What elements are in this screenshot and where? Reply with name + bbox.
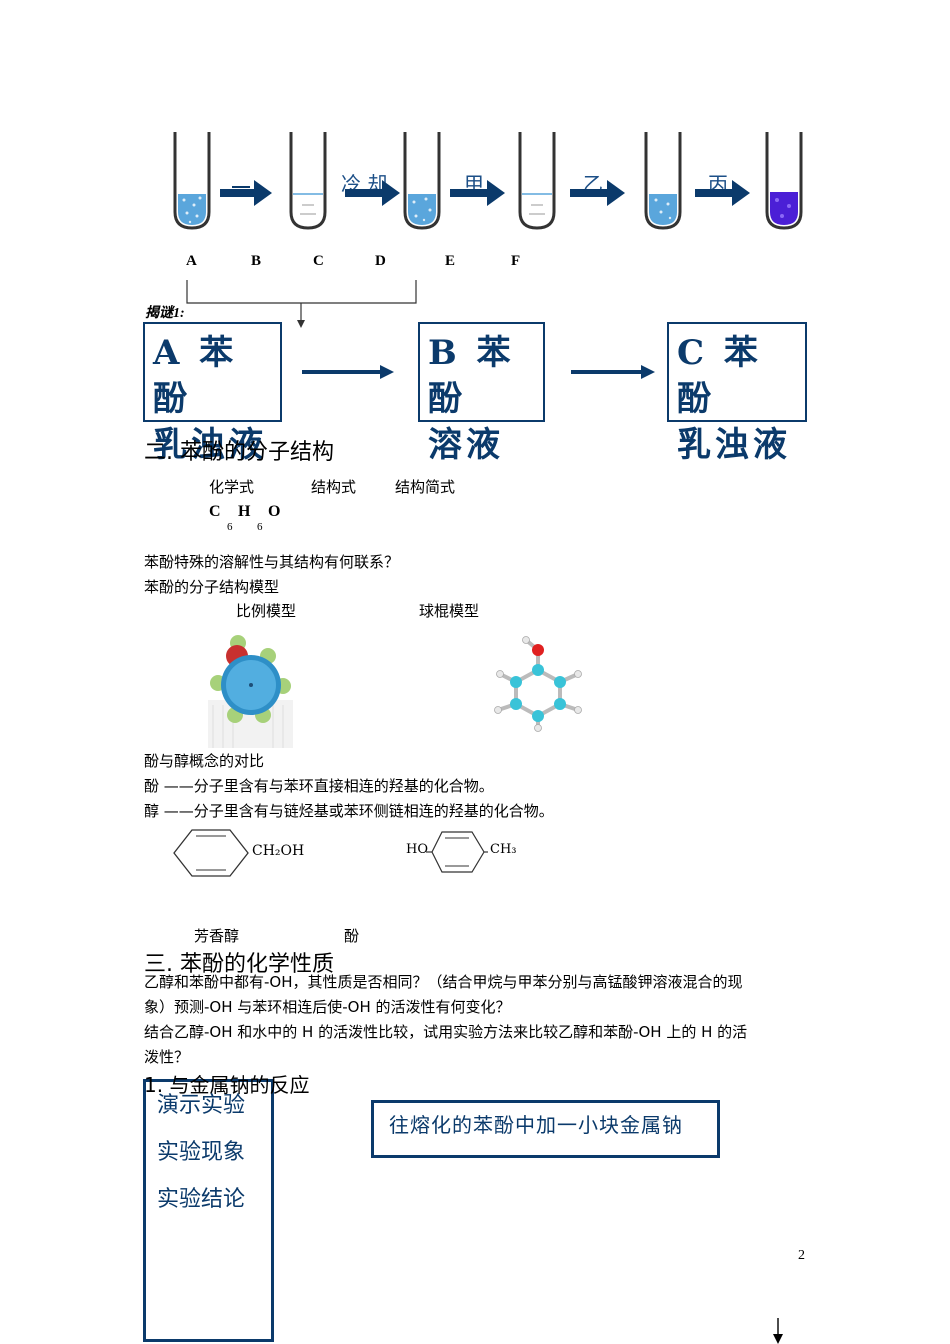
- label-ball-stick: 球棍模型: [419, 602, 480, 620]
- ch3-label: CH₃: [490, 842, 517, 857]
- formula-h: H: [238, 503, 251, 520]
- label-conclusion: 实验结论: [157, 1187, 246, 1212]
- label-space-filling: 比例模型: [236, 602, 297, 620]
- header-formula: 化学式: [209, 478, 255, 496]
- test-tube-f: [765, 132, 803, 230]
- label-aromatic-alcohol: 芳香醇: [194, 927, 240, 945]
- box-a-line2: 乳浊液: [153, 425, 267, 465]
- box-b-line1: B 苯 酚: [428, 333, 515, 419]
- page-number: 2: [798, 1248, 805, 1263]
- solubility-question: 苯酚特殊的溶解性与其结构有何联系？: [144, 553, 400, 571]
- benzyl-alcohol-structure: [173, 829, 249, 877]
- compare-title: 酚与醇概念的对比: [144, 752, 265, 770]
- alcohol-definition: 醇 ——分子里含有与链烃基或苯环侧链相连的羟基的化合物。: [144, 802, 554, 820]
- para1-line1: 乙醇和苯酚中都有-OH，其性质是否相同？（结合甲烷与甲苯分别与高锰酸钾溶液混合的…: [144, 973, 743, 991]
- test-tube-c: [403, 132, 441, 230]
- formula-c: C: [209, 503, 221, 520]
- box-a-phenol-emulsion: A 苯 酚 乳浊液: [143, 322, 282, 465]
- test-tube-b: [289, 132, 327, 230]
- para2-line2: 泼性？: [144, 1048, 190, 1066]
- tube-letter: E: [445, 253, 456, 269]
- arrow-2: [345, 180, 400, 206]
- para2-line1: 结合乙醇-OH 和水中的 H 的活泼性比较，试用实验方法来比较乙醇和苯酚-OH …: [144, 1023, 748, 1041]
- subsection-sodium-reaction: 1. 与金属钠的反应: [144, 1073, 310, 1097]
- arrow-4: [570, 180, 625, 206]
- arrow-5: [695, 180, 750, 206]
- label-phenol: 酚: [344, 927, 360, 945]
- box-a-line1: A 苯 酚: [153, 333, 238, 419]
- test-tube-d: [518, 132, 556, 230]
- reveal-label: 揭谜1:: [145, 306, 185, 321]
- box-b-phenol-solution: B 苯 酚 溶液: [418, 322, 545, 465]
- section3-title: 三. 苯酚的化学性质: [144, 952, 334, 977]
- bracket-connector: [186, 280, 417, 328]
- header-structural: 结构式: [311, 478, 357, 496]
- procedure-box: 往熔化的苯酚中加一小块金属钠: [371, 1100, 720, 1158]
- tube-letter: A: [186, 253, 197, 269]
- ch2oh-label: CH₂OH: [252, 843, 305, 859]
- model-title: 苯酚的分子结构模型: [144, 578, 280, 596]
- arrow-1: [220, 180, 272, 206]
- tube-letter: C: [313, 253, 324, 269]
- formula-sub1: 6: [227, 521, 233, 533]
- label-demo-experiment: 演示实验: [157, 1093, 246, 1118]
- formula-sub2: 6: [257, 521, 263, 533]
- section3-paragraph-2: 结合乙醇-OH 和水中的 H 的活泼性比较，试用实验方法来比较乙醇和苯酚-OH …: [144, 1020, 814, 1070]
- phenol-definition: 酚 ——分子里含有与苯环直接相连的羟基的化合物。: [144, 777, 494, 795]
- arrow-3: [450, 180, 505, 206]
- section2-title: 二. 苯酚的分子结构: [144, 440, 334, 465]
- para1-line2: 象）预测-OH 与苯环相连后使-OH 的活泼性有何变化？: [144, 998, 511, 1016]
- test-tube-a: [173, 132, 211, 230]
- box-b-line2: 溶液: [428, 425, 504, 465]
- arrow-b-to-c: [571, 365, 655, 379]
- box-c-line1: C 苯 酚: [677, 333, 762, 419]
- down-arrow-icon: [773, 1318, 783, 1344]
- header-simplified: 结构简式: [395, 478, 456, 496]
- p-cresol-structure: [426, 831, 488, 873]
- ball-stick-model-image: [494, 636, 582, 732]
- box-c-phenol-emulsion: C 苯 酚 乳浊液: [667, 322, 807, 465]
- space-filling-model-image: [208, 635, 293, 748]
- tube-letter: D: [375, 253, 386, 269]
- test-tube-e: [644, 132, 682, 230]
- arrow-a-to-b: [302, 365, 394, 379]
- tube-letter: F: [511, 253, 521, 269]
- experiment-sidebar-box: [143, 1079, 274, 1342]
- box-c-line2: 乳浊液: [677, 425, 791, 465]
- label-phenomenon: 实验现象: [157, 1140, 246, 1165]
- tube-letter: B: [251, 253, 262, 269]
- formula-o: O: [268, 503, 281, 520]
- ho-label: HO: [406, 842, 428, 857]
- section3-paragraph-1: 乙醇和苯酚中都有-OH，其性质是否相同？（结合甲烷与甲苯分别与高锰酸钾溶液混合的…: [144, 970, 814, 1020]
